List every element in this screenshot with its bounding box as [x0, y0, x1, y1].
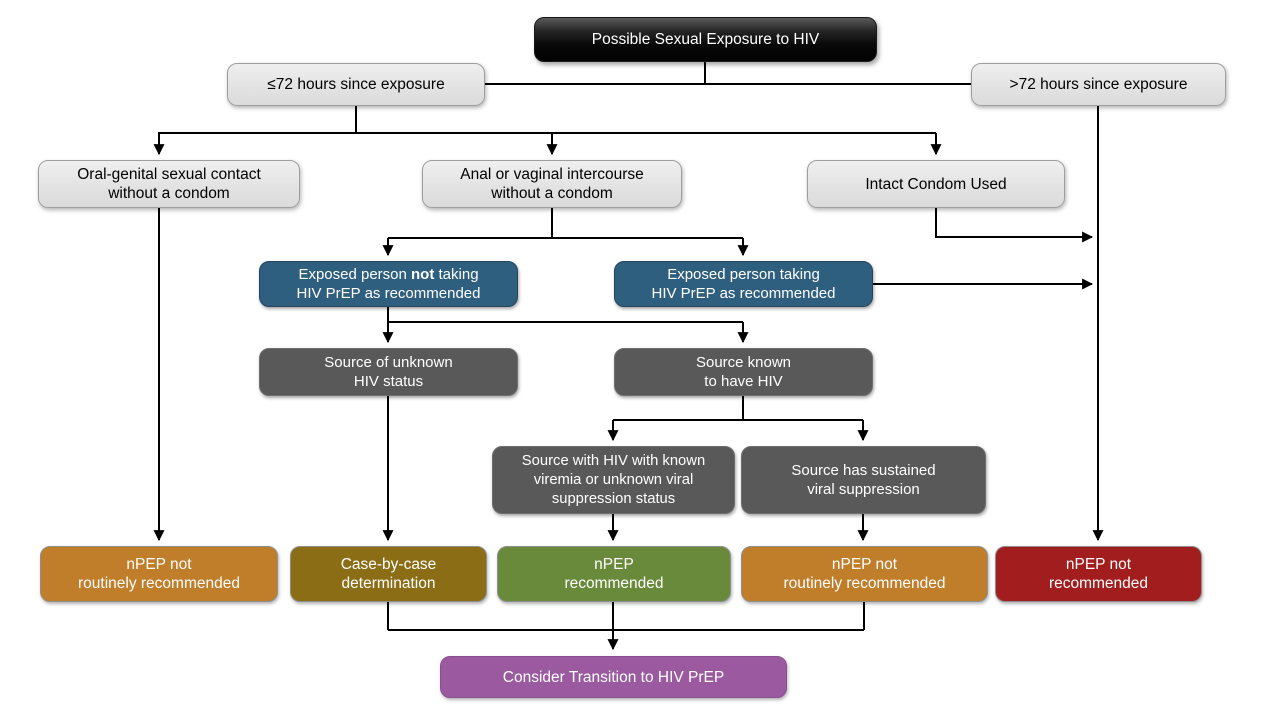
node-gt72-hours: >72 hours since exposure	[971, 63, 1226, 106]
label-part-post: taking	[434, 266, 479, 283]
node-taking-prep: Exposed person taking HIV PrEP as recomm…	[614, 261, 873, 307]
node-oral-genital-contact: Oral-genital sexual contact without a co…	[38, 160, 300, 208]
outcome-npep-not-routinely-recommended-right: nPEP not routinely recommended	[741, 546, 988, 602]
label-part-pre: Exposed person	[298, 266, 412, 283]
node-le72-hours: ≤72 hours since exposure	[227, 63, 485, 106]
node-source-known-hiv: Source known to have HIV	[614, 348, 873, 396]
node-consider-transition-prep: Consider Transition to HIV PrEP	[440, 656, 787, 698]
node-anal-vaginal-intercourse: Anal or vaginal intercourse without a co…	[422, 160, 682, 208]
node-source-sustained-suppression: Source has sustained viral suppression	[741, 446, 986, 514]
outcome-case-by-case-determination: Case-by-case determination	[290, 546, 487, 602]
outcome-npep-not-routinely-recommended-left: nPEP not routinely recommended	[40, 546, 278, 602]
label-part-line2: HIV PrEP as recommended	[296, 285, 481, 302]
node-source-unknown-status: Source of unknown HIV status	[259, 348, 518, 396]
outcome-npep-not-recommended: nPEP not recommended	[995, 546, 1202, 602]
node-source-viremia-unknown-suppression: Source with HIV with known viremia or un…	[492, 446, 735, 514]
label-part-bold-not: not	[411, 266, 435, 283]
node-possible-exposure-title: Possible Sexual Exposure to HIV	[534, 17, 877, 62]
outcome-npep-recommended: nPEP recommended	[497, 546, 731, 602]
node-intact-condom-used: Intact Condom Used	[807, 160, 1065, 208]
